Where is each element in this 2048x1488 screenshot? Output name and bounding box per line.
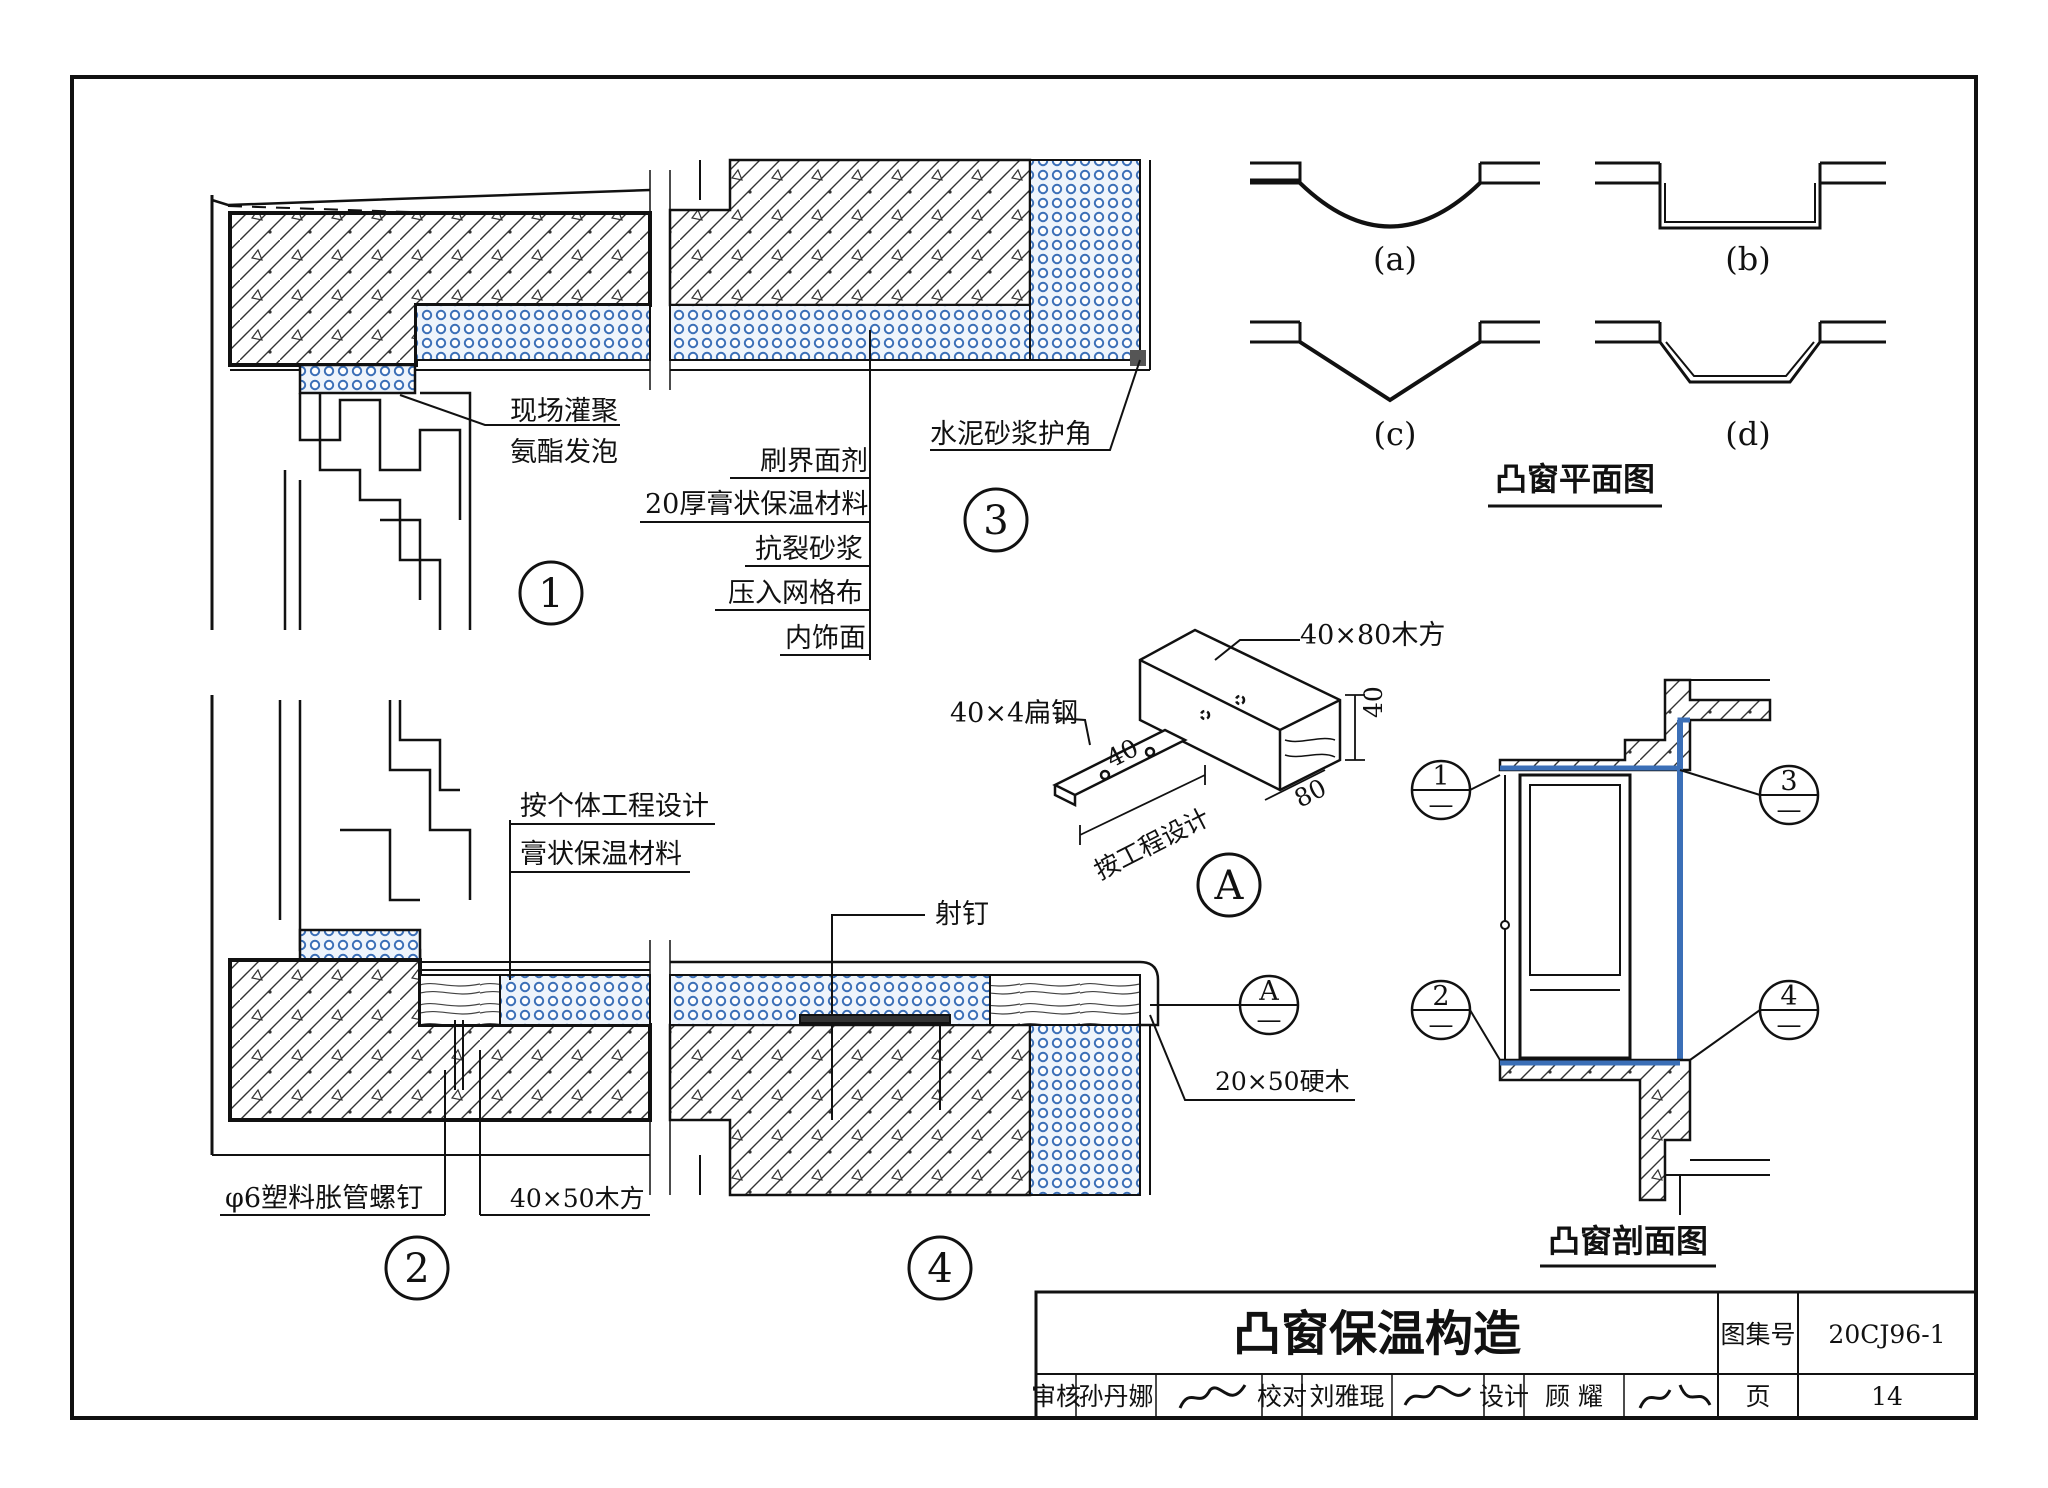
title-block-page-label: 页 [1745,1382,1770,1411]
svg-text:—: — [1429,790,1454,819]
svg-text:A: A [1214,863,1245,909]
section-callout-4: 4 — [1758,979,1820,1041]
svg-text:A: A [1258,976,1279,1007]
svg-text:1: 1 [1432,761,1449,792]
svg-text:4: 4 [1780,981,1797,1012]
detail-2-label-2: φ6塑料胀管螺钉 [225,1183,423,1214]
detail-a-drawing [1052,628,1365,845]
detail-3-label-5: 水泥砂浆护角 [930,419,1092,450]
detail-3-label-2: 抗裂砂浆 [755,534,863,565]
detail-a-marker: A [1196,852,1262,918]
detail-a-label-0: 40×80木方 [1300,620,1445,651]
plan-variant-c: (c) [1374,415,1417,453]
svg-text:—: — [1777,1010,1802,1039]
detail-1-label-1: 氨酯发泡 [510,437,618,468]
detail-2-label-0: 按个体工程设计 [520,791,709,822]
detail-4-callout-a: A — [1238,974,1300,1036]
detail-2-4-drawing [210,695,1160,1197]
detail-3-leaders [640,330,1141,660]
plan-variants [1250,161,1886,403]
section-callout-leaders [1469,769,1761,1061]
detail-2-label-3: 40×50木方 [510,1184,645,1213]
detail-2-marker: 2 [384,1235,450,1301]
detail-3-label-0: 刷界面剂 [760,446,868,477]
svg-text:3: 3 [983,498,1008,544]
detail-3-marker: 3 [963,487,1029,553]
detail-1-3-drawing [210,158,1151,630]
svg-text:—: — [1429,1010,1454,1039]
detail-4-label-0: 射钉 [935,899,989,930]
detail-2-label-1: 膏状保温材料 [520,839,682,870]
detail-1-leaders [399,394,620,426]
section-callout-2: 2 — [1410,979,1472,1041]
title-block-atlas-label: 图集号 [1720,1320,1795,1349]
sheet-border [70,75,1978,1420]
title-block [1034,1290,1978,1420]
detail-3-label-4: 内饰面 [785,623,866,654]
svg-text:3: 3 [1780,766,1797,797]
detail-3-label-1: 20厚膏状保温材料 [645,489,868,520]
detail-3-label-3: 压入网格布 [728,578,863,609]
title-block-title: 凸窗保温构造 [1233,1306,1521,1362]
detail-4-marker: 4 [907,1235,973,1301]
check-signature [1403,1385,1472,1406]
detail-a-leaders [1054,639,1300,746]
svg-text:4: 4 [927,1246,952,1292]
detail-4-leaders [831,914,1355,1101]
title-block-check-name: 刘雅琨 [1309,1382,1384,1411]
svg-text:—: — [1777,795,1802,824]
title-block-page-no: 14 [1871,1382,1903,1411]
title-block-review-name: 孙丹娜 [1078,1382,1153,1411]
plan-variant-a: (a) [1373,240,1417,278]
svg-text:1: 1 [538,571,563,617]
detail-2-leaders [220,820,715,1216]
design-signature [1638,1384,1712,1409]
detail-a-label-2: 按工程设计 [1090,803,1215,886]
title-block-check-label: 校对 [1257,1382,1307,1411]
section-drawing [1498,678,1772,1215]
plan-variant-d: (d) [1725,415,1770,453]
section-title: 凸窗剖面图 [1548,1222,1708,1260]
detail-1-label-0: 现场灌聚 [510,396,618,427]
title-block-design-name: 顾 耀 [1545,1382,1603,1411]
detail-4-label-1: 20×50硬木 [1215,1067,1350,1096]
svg-text:2: 2 [404,1246,429,1292]
svg-text:2: 2 [1432,981,1449,1012]
svg-text:—: — [1257,1005,1282,1034]
title-block-design-label: 设计 [1479,1382,1529,1411]
window-frame-profile-top [283,363,472,630]
title-block-atlas-no: 20CJ96-1 [1828,1320,1945,1349]
detail-a-dim-1: 40 [1359,686,1388,718]
section-callout-3: 3 — [1758,764,1820,826]
plan-title: 凸窗平面图 [1495,460,1655,498]
section-callout-1: 1 — [1410,759,1472,821]
review-signature [1178,1384,1247,1409]
title-block-review-label: 审核 [1031,1382,1081,1411]
detail-1-marker: 1 [518,560,584,626]
detail-a-label-1: 40×4扁钢 [950,698,1078,729]
plan-variant-b: (b) [1725,240,1770,278]
